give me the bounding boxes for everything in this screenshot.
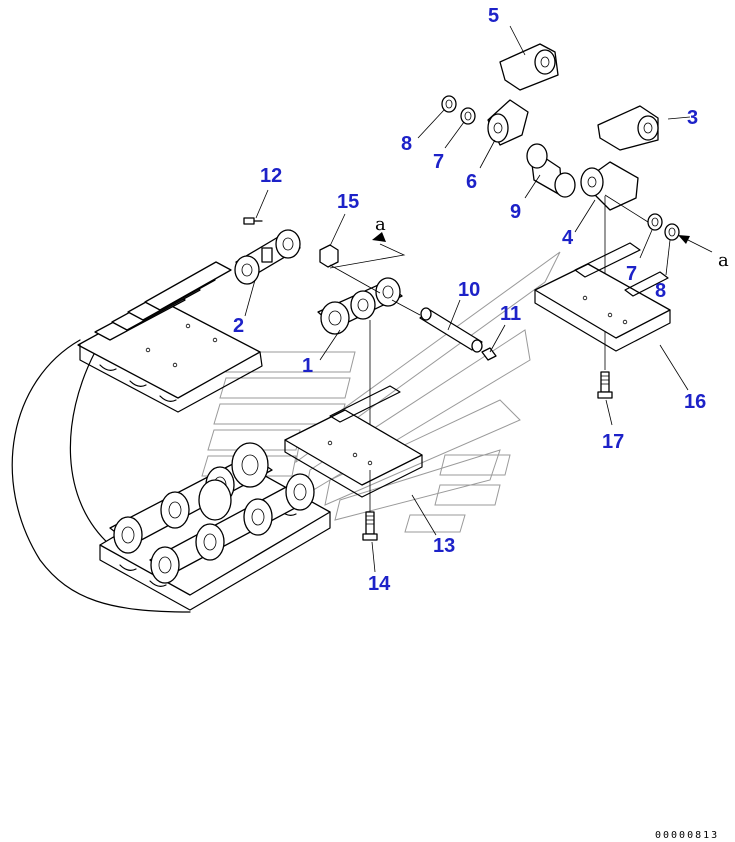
part-track-shoe-right <box>534 242 671 352</box>
callout-7-upper: 7 <box>433 151 444 173</box>
link-assembly-lower <box>109 442 315 584</box>
part-link-assembly <box>317 277 403 470</box>
callout-17: 17 <box>602 431 624 453</box>
track-assembly <box>11 261 331 613</box>
part-spacer <box>481 347 497 361</box>
document-number: 00000813 <box>655 830 719 841</box>
callout-7-right: 7 <box>626 263 637 285</box>
part-link-left <box>234 229 301 285</box>
callout-2: 2 <box>233 315 244 337</box>
part-master-link-upper <box>499 43 559 91</box>
callout-13: 13 <box>433 535 455 557</box>
callout-14: 14 <box>368 573 391 595</box>
part-link-master <box>580 161 649 370</box>
part-bushing <box>526 143 576 198</box>
callout-11: 11 <box>500 303 521 325</box>
callout-16: 16 <box>684 391 706 413</box>
part-nut-right <box>647 213 663 231</box>
callout-15: 15 <box>337 191 359 213</box>
part-bolt-small <box>243 217 263 225</box>
view-marker-right: a <box>718 250 729 271</box>
callout-8-upper: 8 <box>401 133 412 155</box>
callout-6: 6 <box>466 171 477 193</box>
part-track-shoe-middle <box>284 385 423 498</box>
callout-1: 1 <box>302 355 313 377</box>
callout-3: 3 <box>687 107 698 129</box>
callout-12: 12 <box>260 165 282 187</box>
part-washer-upper <box>441 95 457 113</box>
callout-4: 4 <box>562 227 574 249</box>
part-master-link-right <box>597 105 659 151</box>
view-marker-left: a <box>375 214 386 235</box>
callout-8-right: 8 <box>655 280 666 302</box>
part-shoe-bolt-right <box>597 371 613 399</box>
callout-5: 5 <box>488 5 499 27</box>
part-nut-upper <box>460 107 476 125</box>
part-pin <box>391 299 483 353</box>
track-shoes-upper <box>77 261 263 413</box>
part-washer-right <box>664 223 680 241</box>
part-link-half <box>487 99 529 146</box>
watermark-logo <box>201 251 561 533</box>
part-track-bolt <box>362 470 378 541</box>
callout-9: 9 <box>510 201 521 223</box>
part-nut <box>319 244 381 294</box>
view-arrow-right <box>678 235 713 253</box>
view-arrow-left <box>329 232 406 269</box>
callout-10: 10 <box>458 279 480 301</box>
leader-lines <box>244 25 691 573</box>
